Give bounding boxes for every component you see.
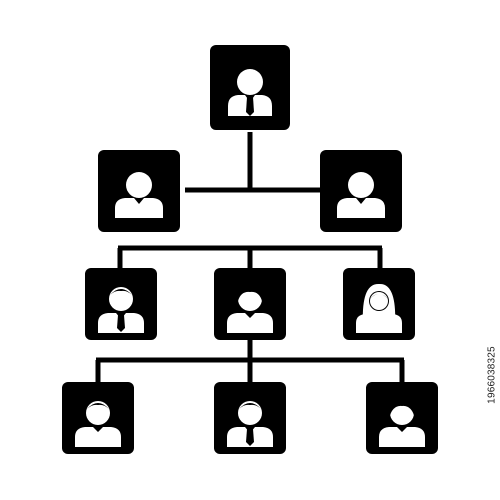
connector-lines bbox=[95, 132, 405, 382]
node-staff-4c bbox=[366, 382, 438, 454]
node-manager-left bbox=[98, 150, 180, 232]
node-staff-3b bbox=[214, 268, 286, 340]
stock-id-label: 1966038325 bbox=[484, 320, 500, 430]
man-icon bbox=[75, 401, 121, 447]
node-staff-4a bbox=[62, 382, 134, 454]
woman-long-hair-icon bbox=[356, 283, 402, 333]
woman-icon bbox=[379, 398, 425, 447]
man-tie-icon bbox=[227, 401, 273, 447]
stock-id-text: 1966038325 bbox=[486, 346, 498, 404]
man-icon bbox=[337, 172, 385, 218]
node-staff-3a bbox=[85, 268, 157, 340]
node-ceo bbox=[210, 45, 290, 130]
node-staff-3c bbox=[343, 268, 415, 340]
woman-short-hair-icon bbox=[227, 285, 273, 333]
node-staff-4b bbox=[214, 382, 286, 454]
man-tie-icon bbox=[98, 287, 144, 333]
man-icon bbox=[115, 172, 163, 218]
node-manager-right bbox=[320, 150, 402, 232]
